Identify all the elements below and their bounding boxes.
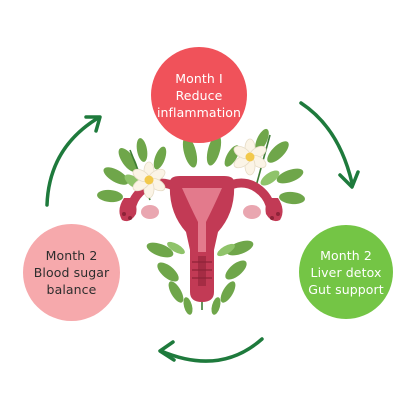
arrow-bottom-icon	[158, 337, 264, 363]
leaves-icon	[97, 128, 305, 315]
stage-month2-liver-detox: Month 2 Liver detox Gut support	[299, 225, 393, 319]
stage-sugar-line3: balance	[46, 282, 97, 297]
cycle-arrows	[45, 101, 360, 363]
stage-sugar-line1: Month 2	[45, 248, 98, 263]
stage-month1-reduce-inflammation: Month I Reduce inflammation	[151, 47, 247, 143]
stage-month1-line1: Month I	[175, 70, 223, 86]
flower-icon	[132, 161, 166, 199]
arrow-top-left-icon	[45, 115, 102, 207]
stage-month1-line3: inflammation	[156, 104, 242, 120]
flower-icon	[233, 138, 267, 176]
stage-sugar-line2: Blood sugar	[33, 265, 110, 280]
arrow-top-right-icon	[299, 101, 360, 189]
stage-month2-blood-sugar: Month 2 Blood sugar balance	[23, 224, 120, 321]
uterus-illustration-icon	[97, 128, 305, 315]
stage-liver-line2: Liver detox	[310, 264, 382, 280]
stage-month1-line2: Reduce	[175, 87, 223, 103]
stage-liver-line3: Gut support	[308, 281, 384, 297]
stage-liver-line1: Month 2	[320, 247, 372, 263]
